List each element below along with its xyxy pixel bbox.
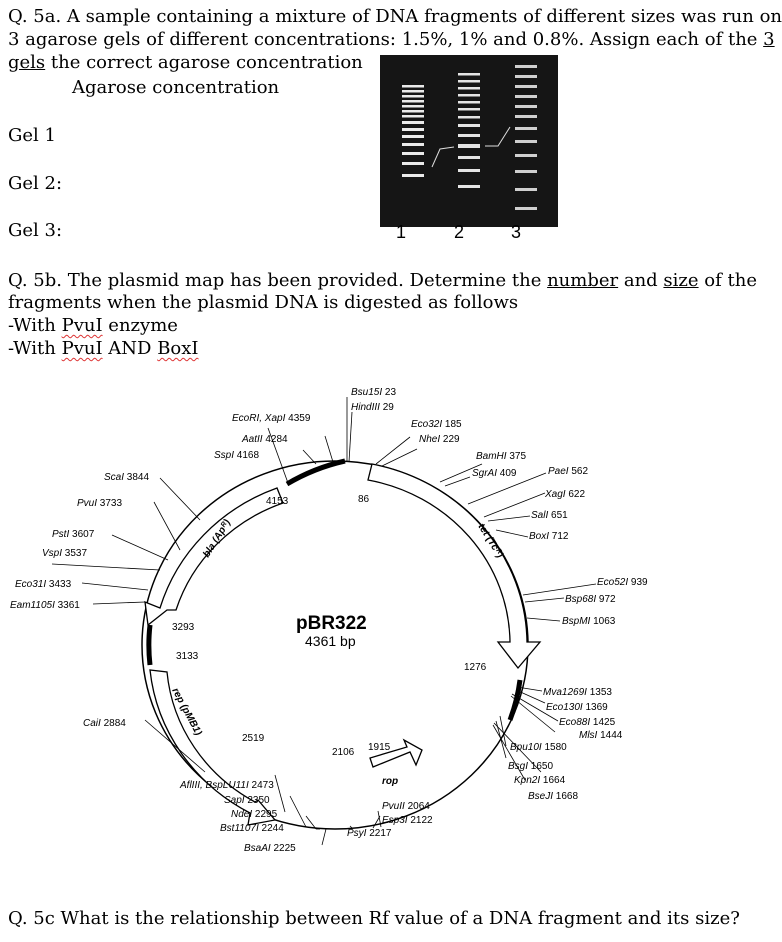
site-bseji: BseJI 1668 — [528, 791, 578, 802]
tet-arrow — [367, 463, 542, 670]
plasmid-map: bla (Apᴿ) tet (Tcᴿ) rep (pMB1) rop pBR32… — [10, 387, 648, 854]
inner-1915: 1915 — [368, 742, 391, 753]
q5b-line4-text: -With — [8, 338, 62, 359]
site-ecori: EcoRI, XapI 4359 — [232, 413, 311, 424]
plasmid-name: pBR322 — [296, 613, 367, 634]
site-labels: Bsu15I 23 HindIII 29 Eco32I 185 NheI 229… — [10, 387, 648, 854]
q5a-line3-underlined: gels — [8, 52, 46, 73]
inner-2519: 2519 — [242, 733, 265, 744]
site-ndei: NdeI 2295 — [231, 809, 278, 820]
site-bsaai: BsaAI 2225 — [244, 843, 296, 854]
bla-arrow — [144, 487, 284, 627]
q5b-size: size — [663, 270, 699, 291]
inner-4153: 4153 — [266, 496, 289, 507]
q5b-number: number — [547, 270, 619, 291]
site-vspi: VspI 3537 — [42, 548, 87, 559]
q5b-line1-end: of the — [698, 270, 757, 291]
inner-3133: 3133 — [176, 651, 199, 662]
site-scai: ScaI 3844 — [104, 472, 149, 483]
site-bpu10i: Bpu10I 1580 — [510, 742, 567, 753]
site-aatii: AatII 4284 — [241, 434, 288, 445]
gel-lane-1 — [402, 85, 424, 177]
lane-label-3: 3 — [511, 222, 522, 242]
inner-3293: 3293 — [172, 622, 195, 633]
site-esp3i: Esp3I 2122 — [382, 815, 433, 826]
site-eam1105i: Eam1105I 3361 — [10, 600, 80, 611]
site-sali: SalI 651 — [531, 510, 568, 521]
site-eco31i: Eco31I 3433 — [15, 579, 72, 590]
gel-marker-lines — [431, 126, 511, 168]
q5b-line1-text: Q. 5b. The plasmid map has been provided… — [8, 270, 548, 291]
site-kpn2i: Kpn2I 1664 — [514, 775, 566, 786]
site-bsu15i: Bsu15I 23 — [351, 387, 396, 398]
q5b-line3-enzyme: PvuI — [61, 315, 103, 336]
q5a-line1: Q. 5a. A sample containing a mixture of … — [8, 6, 782, 27]
q5b-line4: -With PvuI AND BoxI — [8, 338, 199, 360]
site-leader-lines — [51, 397, 597, 846]
site-nhei: NheI 229 — [419, 434, 460, 445]
gel1-label: Gel 1 — [8, 125, 56, 146]
site-mlsi: MlsI 1444 — [579, 730, 623, 741]
site-bsgi: BsgI 1650 — [508, 761, 553, 772]
gel-lane-2 — [458, 73, 480, 188]
site-paei: PaeI 562 — [548, 466, 588, 477]
q5b-line4-and: AND — [102, 338, 158, 359]
q5b-line3: -With PvuI enzyme — [8, 315, 178, 337]
gene-arrows — [144, 463, 542, 826]
site-pvuii: PvuII 2064 — [382, 801, 430, 812]
site-sapi: SapI 2350 — [224, 795, 270, 806]
q5b-line1-and: and — [618, 270, 664, 291]
gel2-label: Gel 2: — [8, 173, 63, 194]
gel-lane-3 — [515, 65, 537, 210]
site-boxi: BoxI 712 — [529, 531, 569, 542]
q5b-line4-enzyme1: PvuI — [61, 338, 103, 359]
agarose-heading: Agarose concentration — [72, 77, 280, 98]
gel-bands — [402, 65, 537, 210]
q5c-text: Q. 5c What is the relationship between R… — [8, 908, 740, 929]
inner-2106: 2106 — [332, 747, 355, 758]
lane-label-1: 1 — [396, 222, 407, 242]
q5a-line2-text: 3 agarose gels of different concentratio… — [8, 29, 764, 50]
q5b-line4-enzyme2: BoxI — [157, 338, 199, 359]
site-bspmi: BspMI 1063 — [562, 616, 616, 627]
site-eco88i: Eco88I 1425 — [559, 717, 616, 728]
site-bst1107i: Bst1107I 2244 — [220, 823, 284, 834]
site-sgrai: SgrAI 409 — [472, 468, 517, 479]
plasmid-thick-segments — [146, 458, 523, 721]
site-eco130i: Eco130I 1369 — [546, 702, 608, 713]
plasmid-size: 4361 bp — [305, 633, 356, 649]
site-pvui: PvuI 3733 — [77, 498, 122, 509]
gel-image — [380, 55, 558, 227]
site-hindiii: HindIII 29 — [351, 402, 394, 413]
q5a-line3: gels the correct agarose concentration — [8, 52, 363, 74]
rop-label: rop — [382, 776, 398, 787]
q5a-line3-text: the correct agarose concentration — [45, 52, 363, 73]
inner-1276: 1276 — [464, 662, 487, 673]
rep-arrow — [149, 669, 277, 826]
q5b-line3-text: -With — [8, 315, 62, 336]
q5b-line1: Q. 5b. The plasmid map has been provided… — [8, 270, 757, 292]
inner-86: 86 — [358, 494, 370, 505]
site-mva1269i: Mva1269I 1353 — [543, 687, 612, 698]
site-xagi: XagI 622 — [544, 489, 585, 500]
q5a-line2: 3 agarose gels of different concentratio… — [8, 29, 775, 51]
q5b-line2: fragments when the plasmid DNA is digest… — [8, 292, 519, 313]
site-afliii: AflIII, BspLU11I 2473 — [179, 780, 274, 791]
site-eco52i: Eco52I 939 — [597, 577, 648, 588]
gel3-label: Gel 3: — [8, 220, 63, 241]
site-eco32i: Eco32I 185 — [411, 419, 462, 430]
q5a-line2-underlined: 3 — [763, 29, 775, 50]
inner-coordinates: 4153 86 1276 1915 2106 2519 3133 3293 — [172, 494, 487, 758]
site-bamhi: BamHI 375 — [476, 451, 526, 462]
site-psti: PstI 3607 — [52, 529, 95, 540]
q5b-line3-end: enzyme — [102, 315, 178, 336]
lane-label-2: 2 — [454, 222, 465, 242]
rop-arrow — [369, 738, 423, 768]
site-caii: CaiI 2884 — [83, 718, 126, 729]
site-sspi: SspI 4168 — [214, 450, 259, 461]
site-psyi: PsyI 2217 — [347, 828, 392, 839]
site-bsp68i: Bsp68I 972 — [565, 594, 616, 605]
